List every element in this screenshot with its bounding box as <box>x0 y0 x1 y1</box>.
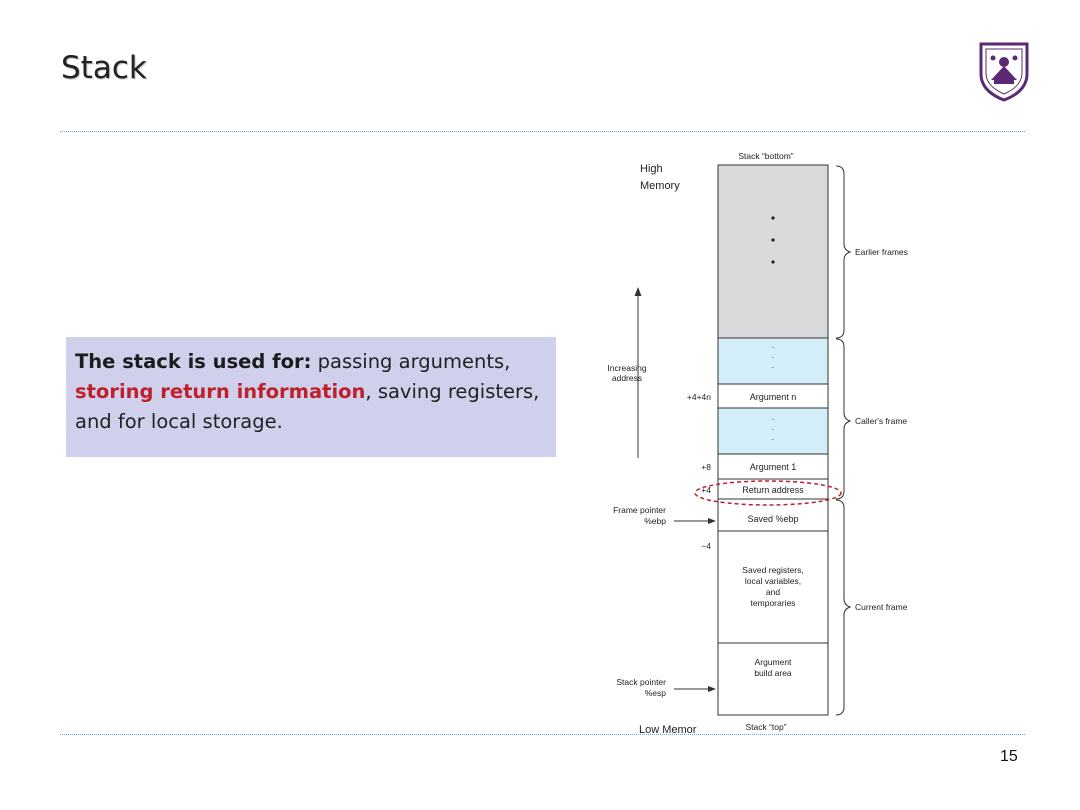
callout-box: The stack is used for: passing arguments… <box>66 337 556 457</box>
caller-args-gap-upper <box>717 337 829 385</box>
vertical-ellipsis: · <box>772 343 775 352</box>
offset-return: +4 <box>701 485 711 495</box>
increasing-label-2: address <box>612 373 642 383</box>
stack-pointer-register: %esp <box>645 688 667 698</box>
slide-title: Stack <box>61 50 147 86</box>
page-number: 15 <box>1000 748 1018 765</box>
arrow-head-icon <box>634 287 642 296</box>
argument-1-cell <box>717 453 829 480</box>
ellipsis-dot <box>771 216 775 220</box>
saved-registers-line-4: temporaries <box>751 598 796 608</box>
argument-build-line-2: build area <box>754 668 792 678</box>
stack-top-caption: Stack “top” <box>745 722 786 732</box>
callout-lead: The stack is used for: <box>75 350 312 373</box>
stack-pointer-label: Stack pointer <box>616 677 666 687</box>
arrow-right-icon <box>708 518 716 524</box>
callout-highlight: storing return information <box>75 380 366 403</box>
return-address-highlight-ring <box>694 480 842 506</box>
argument-n-label: Argument n <box>750 392 797 402</box>
argument-build-cell <box>717 642 829 716</box>
argument-1-label: Argument 1 <box>750 462 797 472</box>
caller-args-gap-lower <box>717 407 829 455</box>
vertical-ellipsis: · <box>772 425 775 434</box>
high-memory-label-1: High <box>640 163 663 175</box>
current-frame-label: Current frame <box>855 602 908 612</box>
offset-arg-1: +8 <box>701 462 711 472</box>
saved-registers-cell <box>717 530 829 644</box>
earlier-frames-brace <box>835 165 852 339</box>
saved-registers-line-2: local variables, <box>745 576 801 586</box>
offset-arg-n: +4+4n <box>687 392 711 402</box>
saved-registers-line-3: and <box>766 587 780 597</box>
vertical-ellipsis: · <box>772 415 775 424</box>
high-memory-label-2: Memory <box>640 180 680 192</box>
ellipsis-dot <box>771 238 775 242</box>
current-frame-brace <box>835 499 852 716</box>
frame-pointer-label: Frame pointer <box>613 505 666 515</box>
arrow-right-icon <box>708 686 716 692</box>
earlier-frames-block <box>717 164 829 339</box>
callers-frame-label: Caller's frame <box>855 416 907 426</box>
ellipsis-dot <box>771 260 775 264</box>
vertical-ellipsis: · <box>772 435 775 444</box>
low-memory-label: Low Memor <box>639 724 697 736</box>
argument-build-line-1: Argument <box>755 657 792 667</box>
top-divider <box>60 131 1025 132</box>
stack-diagram: Stack “bottom” Stack “top” High Memory L… <box>607 151 908 736</box>
callout-text-a: passing arguments, <box>311 350 511 373</box>
increasing-label-1: Increasing <box>607 363 646 373</box>
return-address-label: Return address <box>742 485 804 495</box>
saved-ebp-label: Saved %ebp <box>747 514 798 524</box>
vertical-ellipsis: · <box>772 363 775 372</box>
callers-frame-brace <box>835 338 852 500</box>
offset-minus-4: −4 <box>701 541 711 551</box>
vertical-ellipsis: · <box>772 353 775 362</box>
stack-bottom-caption: Stack “bottom” <box>738 151 793 161</box>
saved-registers-line-1: Saved registers, <box>742 565 803 575</box>
bottom-divider <box>60 734 1025 735</box>
callout-text-b: , saving registers, and for local storag… <box>75 380 540 433</box>
university-logo <box>979 42 1029 102</box>
earlier-frames-label: Earlier frames <box>855 247 908 257</box>
frame-pointer-register: %ebp <box>644 516 666 526</box>
